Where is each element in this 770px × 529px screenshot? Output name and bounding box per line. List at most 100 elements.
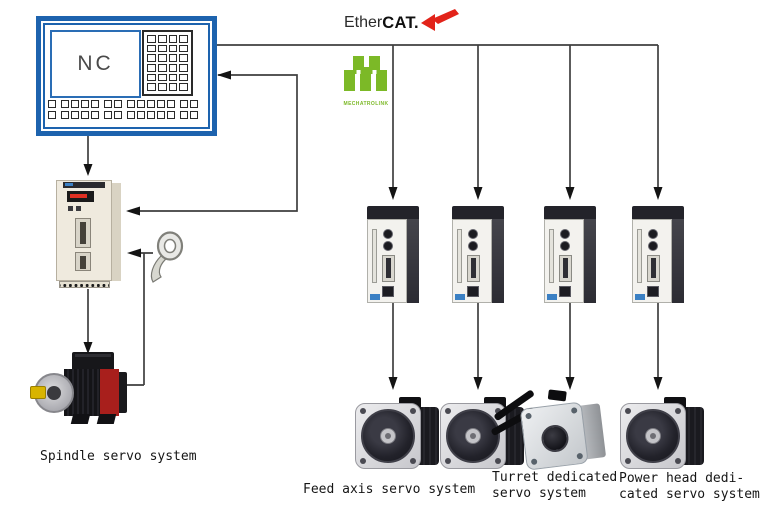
function-key bbox=[180, 111, 188, 119]
function-key bbox=[81, 100, 89, 108]
spindle-drive-led-display bbox=[67, 191, 94, 202]
spindle-drive-connector-upper bbox=[75, 218, 91, 248]
function-key bbox=[71, 111, 79, 119]
drive-front-panel bbox=[632, 219, 672, 303]
drive-io-connector bbox=[382, 255, 395, 282]
drive-logo-badge bbox=[547, 294, 557, 300]
spindle-drive-button bbox=[76, 206, 81, 211]
keypad-key bbox=[179, 63, 188, 72]
power-head-motor bbox=[620, 397, 706, 473]
turret-caption-line1: Turret dedicated bbox=[492, 470, 618, 485]
drive-top-panel bbox=[452, 206, 504, 219]
spindle-motor-red-band bbox=[100, 369, 119, 416]
keypad-key bbox=[157, 54, 167, 62]
keypad-key bbox=[147, 54, 156, 62]
ethercat-arrow-icon bbox=[420, 9, 459, 31]
ethercat-text-regular: Ether bbox=[344, 14, 383, 31]
keypad-key bbox=[179, 83, 188, 91]
nc-controller: NC bbox=[36, 16, 217, 136]
function-key bbox=[127, 111, 135, 119]
spindle-feedback-line bbox=[139, 74, 298, 212]
axis-servo-drive-3 bbox=[544, 206, 596, 303]
nc-function-keys-row-2 bbox=[48, 111, 198, 119]
drive-round-connector bbox=[648, 229, 658, 239]
drive-side-panel bbox=[584, 210, 596, 303]
spindle-motor-foot bbox=[96, 414, 117, 424]
ethercat-text-bold: CAT. bbox=[382, 13, 419, 32]
function-key bbox=[157, 100, 165, 108]
function-key bbox=[48, 100, 56, 108]
function-key bbox=[81, 111, 89, 119]
drive-round-connector bbox=[383, 229, 393, 239]
function-key bbox=[61, 100, 69, 108]
drive-slot bbox=[457, 229, 462, 283]
motor-face bbox=[446, 409, 500, 463]
function-key bbox=[48, 111, 56, 119]
axis-servo-drive-4 bbox=[632, 206, 684, 303]
keypad-key bbox=[179, 73, 188, 82]
function-key bbox=[190, 100, 198, 108]
keypad-key bbox=[168, 35, 178, 43]
axis-servo-drive-2 bbox=[452, 206, 504, 303]
keypad-key bbox=[157, 83, 167, 91]
drive-round-connector bbox=[560, 229, 570, 239]
feed-axis-system-caption: Feed axis servo system bbox=[303, 482, 476, 497]
spindle-servo-drive bbox=[56, 180, 122, 288]
feed-axis-motor-1 bbox=[355, 397, 441, 473]
drive-encoder-connector bbox=[467, 286, 479, 297]
spindle-drive-terminal-strip bbox=[59, 281, 110, 288]
drive-side-panel bbox=[492, 210, 504, 303]
keypad-key bbox=[157, 35, 167, 43]
spindle-motor-junction-box bbox=[72, 352, 114, 371]
keypad-key bbox=[168, 44, 178, 53]
keypad-key bbox=[179, 35, 188, 43]
drive-slot bbox=[549, 229, 554, 283]
nc-screen-label: NC bbox=[77, 52, 114, 75]
drive-logo-badge bbox=[635, 294, 645, 300]
function-key bbox=[147, 100, 155, 108]
mechatrolink-logo: MECHATROLINK bbox=[341, 56, 391, 107]
drive-front-panel bbox=[544, 219, 584, 303]
motor-face bbox=[626, 409, 680, 463]
keypad-key bbox=[157, 73, 167, 82]
keypad-key bbox=[147, 63, 156, 72]
function-key bbox=[61, 111, 69, 119]
arrowheads bbox=[83, 70, 663, 390]
motor-shaft bbox=[645, 428, 661, 444]
keypad-key bbox=[179, 54, 188, 62]
spindle-motor bbox=[30, 352, 131, 428]
motor-flange bbox=[519, 401, 589, 471]
spindle-motor-foot bbox=[70, 414, 91, 424]
ring-terminal-icon bbox=[150, 231, 184, 283]
keypad-key bbox=[168, 83, 178, 91]
function-key bbox=[190, 111, 198, 119]
turret-caption-line2: servo system bbox=[492, 486, 586, 501]
mechatrolink-mark-icon bbox=[344, 56, 387, 91]
drive-encoder-connector bbox=[647, 286, 659, 297]
drive-round-connector bbox=[383, 241, 393, 251]
motor-flange bbox=[620, 403, 686, 469]
motor-shaft bbox=[380, 428, 396, 444]
axis-servo-drive-1 bbox=[367, 206, 419, 303]
nc-screen: NC bbox=[50, 30, 141, 98]
function-key bbox=[180, 100, 188, 108]
function-key bbox=[137, 100, 145, 108]
drive-side-panel bbox=[672, 210, 684, 303]
function-key bbox=[104, 100, 112, 108]
drive-round-connector bbox=[648, 241, 658, 251]
function-key bbox=[167, 111, 175, 119]
motor-shaft bbox=[465, 428, 481, 444]
spindle-system-caption: Spindle servo system bbox=[40, 449, 197, 464]
drive-logo-badge bbox=[455, 294, 465, 300]
drive-slot bbox=[637, 229, 642, 283]
keypad-key bbox=[147, 44, 156, 53]
spindle-drive-button bbox=[68, 206, 73, 211]
keypad-key bbox=[168, 63, 178, 72]
spindle-motor-hub bbox=[47, 386, 61, 400]
drive-round-connector bbox=[468, 241, 478, 251]
keypad-key bbox=[168, 54, 178, 62]
drive-io-connector bbox=[559, 255, 572, 282]
function-key bbox=[114, 100, 122, 108]
